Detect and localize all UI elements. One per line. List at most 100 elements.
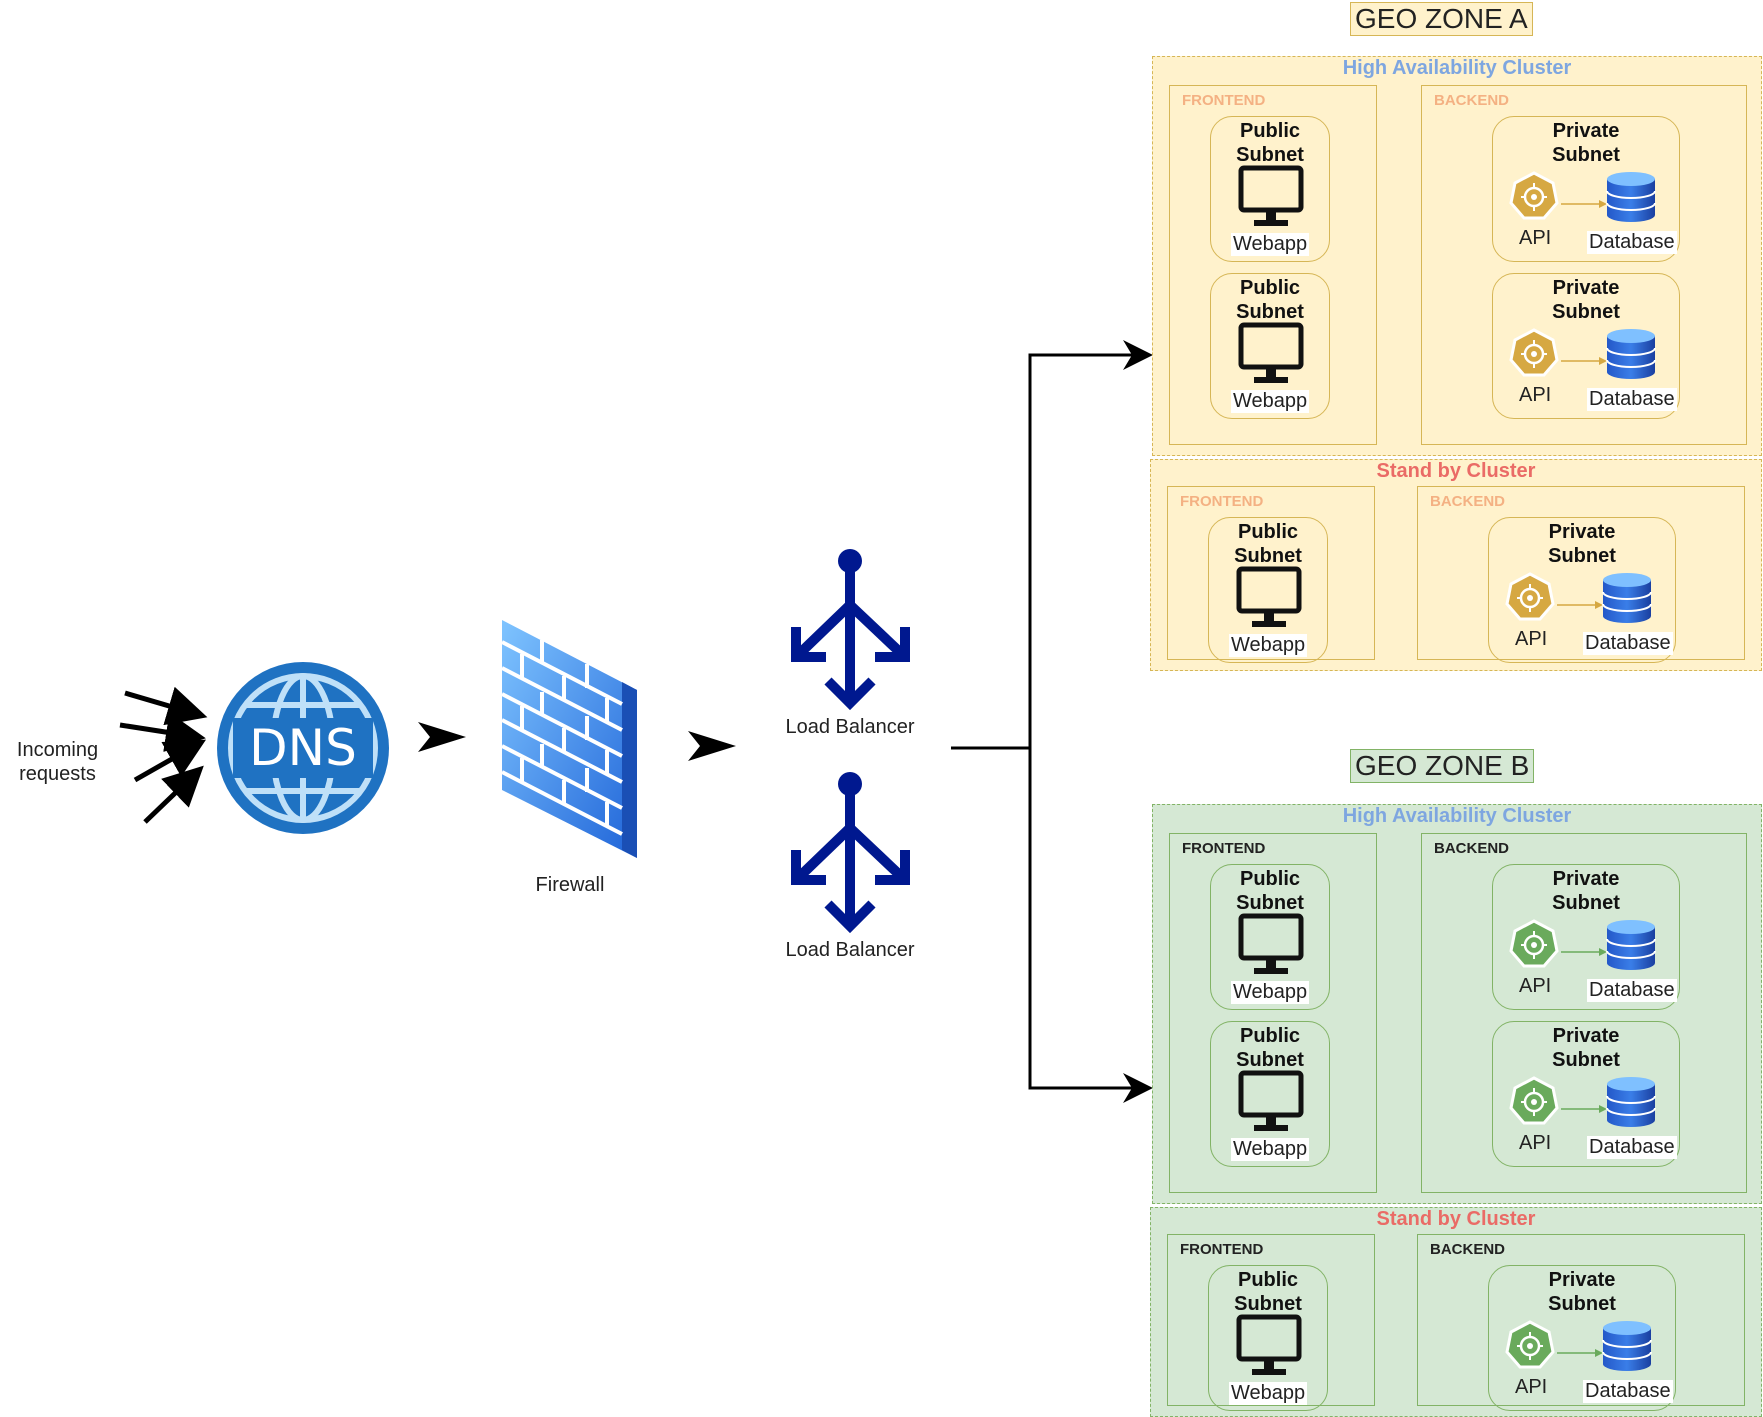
api-label: API <box>1515 628 1548 650</box>
database-icon <box>1601 1320 1653 1377</box>
webapp-label: Webapp <box>1231 390 1310 413</box>
subnet-title: Private Subnet <box>1548 521 1616 567</box>
subnet-title: Public Subnet <box>1236 277 1304 323</box>
database-icon <box>1601 572 1653 629</box>
api-label: API <box>1515 1376 1548 1398</box>
webapp-label: Webapp <box>1231 981 1310 1004</box>
api-icon <box>1505 572 1555 627</box>
api-label: API <box>1519 975 1552 997</box>
subnet-title: Public Subnet <box>1236 120 1304 166</box>
api-to-db-arrow <box>1557 1344 1605 1362</box>
dns-label: DNS <box>249 719 357 777</box>
firewall-label: Firewall <box>535 874 605 896</box>
incoming-arrows-icon <box>119 686 208 824</box>
api-icon <box>1509 328 1559 383</box>
database-label: Database <box>1583 1380 1673 1403</box>
subnet-title: Private Subnet <box>1552 1025 1620 1071</box>
cluster-title: Stand by Cluster <box>1376 460 1536 482</box>
webapp-label: Webapp <box>1229 634 1308 657</box>
webapp-label: Webapp <box>1229 1382 1308 1405</box>
subnet-title: Public Subnet <box>1236 868 1304 914</box>
subnet-title: Private Subnet <box>1552 120 1620 166</box>
webapp-monitor-icon <box>1238 1070 1304 1139</box>
frontend-label: FRONTEND <box>1180 1241 1264 1258</box>
cluster-title: Stand by Cluster <box>1376 1208 1536 1230</box>
database-icon <box>1605 919 1657 976</box>
backend-label: BACKEND <box>1434 92 1509 109</box>
api-to-db-arrow <box>1557 596 1605 614</box>
arrow-dns-firewall <box>418 722 466 752</box>
api-to-db-arrow <box>1561 1100 1609 1118</box>
database-icon <box>1605 328 1657 385</box>
subnet-title: Public Subnet <box>1234 521 1302 567</box>
arrow-firewall-lb <box>688 731 736 761</box>
frontend-label: FRONTEND <box>1180 493 1264 510</box>
api-label: API <box>1519 227 1552 249</box>
database-label: Database <box>1583 632 1673 655</box>
cluster-title: High Availability Cluster <box>1342 57 1572 79</box>
database-label: Database <box>1587 231 1677 254</box>
frontend-label: FRONTEND <box>1182 92 1266 109</box>
database-label: Database <box>1587 1136 1677 1159</box>
frontend-label: FRONTEND <box>1182 840 1266 857</box>
api-icon <box>1505 1320 1555 1375</box>
api-to-db-arrow <box>1561 352 1609 370</box>
firewall-icon <box>501 620 637 858</box>
webapp-monitor-icon <box>1238 913 1304 982</box>
load-balancer-icon <box>791 549 910 711</box>
api-label: API <box>1519 384 1552 406</box>
incoming-requests-label: Incoming requests <box>16 739 99 785</box>
subnet-title: Public Subnet <box>1236 1025 1304 1071</box>
database-icon <box>1605 1076 1657 1133</box>
api-icon <box>1509 1076 1559 1131</box>
database-label: Database <box>1587 979 1677 1002</box>
webapp-monitor-icon <box>1236 566 1302 635</box>
backend-label: BACKEND <box>1430 1241 1505 1258</box>
api-icon <box>1509 919 1559 974</box>
api-icon <box>1509 171 1559 226</box>
api-label: API <box>1519 1132 1552 1154</box>
webapp-label: Webapp <box>1231 1138 1310 1161</box>
load-balancer-label: Load Balancer <box>785 716 915 738</box>
database-label: Database <box>1587 388 1677 411</box>
cluster-title: High Availability Cluster <box>1342 805 1572 827</box>
subnet-title: Public Subnet <box>1234 1269 1302 1315</box>
subnet-title: Private Subnet <box>1552 277 1620 323</box>
geo-zone-title: GEO ZONE A <box>1350 2 1533 36</box>
subnet-title: Private Subnet <box>1552 868 1620 914</box>
load-balancer-label: Load Balancer <box>785 939 915 961</box>
geo-zone-title: GEO ZONE B <box>1350 749 1535 783</box>
dns-icon: DNS <box>215 660 391 836</box>
backend-label: BACKEND <box>1430 493 1505 510</box>
api-to-db-arrow <box>1561 943 1609 961</box>
webapp-monitor-icon <box>1238 165 1304 234</box>
backend-label: BACKEND <box>1434 840 1509 857</box>
webapp-monitor-icon <box>1236 1314 1302 1383</box>
database-icon <box>1605 171 1657 228</box>
webapp-label: Webapp <box>1231 233 1310 256</box>
